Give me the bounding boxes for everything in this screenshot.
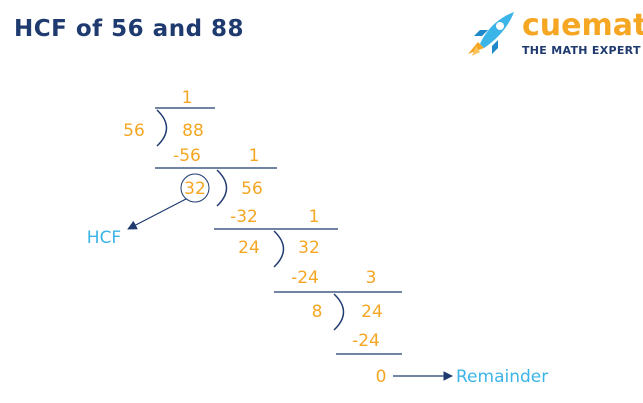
quotient-4: 3 [366,268,377,288]
hcf-highlight-circle [180,173,210,203]
quotient-1: 1 [182,88,193,108]
quotient-2: 1 [249,146,260,166]
subtract-2: -32 [230,207,258,227]
subtract-3: -24 [291,268,319,288]
divisor-2: 32 [184,179,206,199]
remainder-value: 0 [376,367,387,387]
hcf-arrow [127,198,187,230]
dividend-4: 24 [361,302,383,322]
brand-name: cuemath [522,8,643,43]
rocket-icon [468,12,514,56]
hcf-label: HCF [87,228,121,248]
page-title: HCF of 56 and 88 [14,16,245,42]
subtract-4: -24 [352,331,380,351]
divisor-4: 8 [312,302,323,322]
dividend-1: 88 [182,121,204,141]
quotient-3: 1 [309,207,320,227]
division-bracket-2 [216,169,228,207]
remainder-label: Remainder [456,367,548,387]
division-bracket-4 [333,293,345,331]
dividend-3: 32 [298,238,320,258]
subtract-1: -56 [173,146,201,166]
divisor-1: 56 [123,121,145,141]
division-bracket-1 [156,109,168,147]
divisor-3: 24 [238,238,260,258]
division-bracket-3 [273,230,285,268]
brand-tagline: THE MATH EXPERT [522,44,641,57]
dividend-2: 56 [241,179,263,199]
